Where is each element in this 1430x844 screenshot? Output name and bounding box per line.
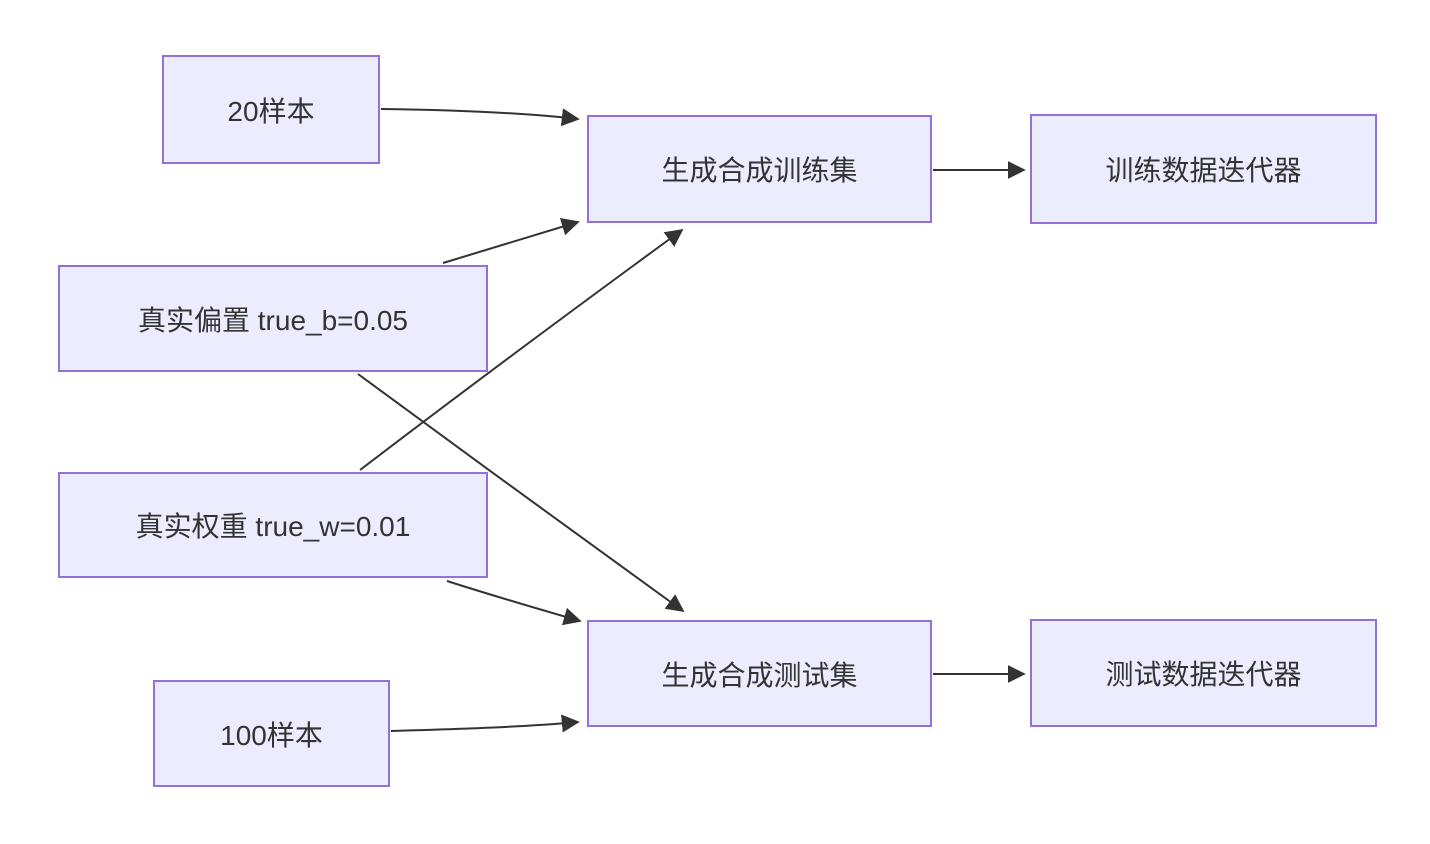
- node-true-bias-label: 真实偏置 true_b=0.05: [137, 304, 409, 336]
- node-test-data-iterator: 测试数据迭代器: [1030, 619, 1377, 727]
- node-generate-train-set: 生成合成训练集: [587, 115, 932, 223]
- edge-true-w-to-gen-test: [446, 580, 582, 626]
- node-true-weight-label: 真实权重 true_w=0.01: [135, 511, 411, 542]
- node-generate-train-set-label: 生成合成训练集: [661, 155, 858, 186]
- node-sample100-label: 100样本: [220, 719, 323, 751]
- node-train-data-iterator-label: 训练数据迭代器: [1105, 155, 1302, 186]
- node-sample20-label: 20样本: [227, 95, 315, 127]
- edge-true-w-to-gen-train: [359, 228, 684, 471]
- node-train-data-iterator: 训练数据迭代器: [1030, 114, 1377, 224]
- node-sample100: 100样本: [153, 680, 390, 787]
- edge-true-b-to-gen-train: [442, 218, 580, 264]
- node-sample20: 20样本: [162, 55, 380, 164]
- node-generate-test-set: 生成合成测试集: [587, 620, 932, 727]
- node-test-data-iterator-label: 测试数据迭代器: [1105, 659, 1302, 690]
- node-generate-test-set-label: 生成合成测试集: [661, 659, 858, 691]
- edge-true-b-to-gen-test: [357, 373, 685, 613]
- edge-sample100-to-gen-test: [390, 714, 580, 733]
- node-true-weight: 真实权重 true_w=0.01: [58, 472, 488, 578]
- edge-sample20-to-gen-train: [380, 108, 580, 127]
- node-true-bias: 真实偏置 true_b=0.05: [58, 265, 488, 372]
